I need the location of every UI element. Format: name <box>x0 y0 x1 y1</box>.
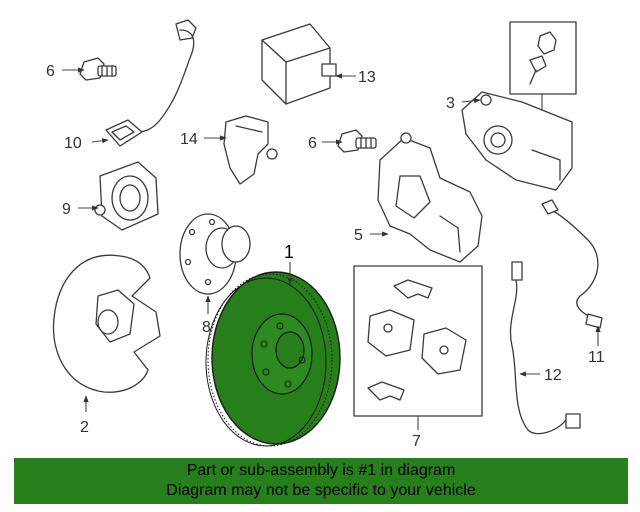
part-14-module[interactable] <box>223 115 278 185</box>
part-8-wheel-hub[interactable] <box>179 213 251 295</box>
callout-11: 11 <box>588 349 605 366</box>
part-11-brake-hose[interactable] <box>541 199 603 329</box>
rotor-lug-hole <box>298 356 306 364</box>
part-9-wheel-bearing[interactable] <box>94 161 159 231</box>
part-2-dust-shield[interactable] <box>52 254 161 393</box>
callout-3: 3 <box>446 95 455 112</box>
callout-1: 1 <box>284 242 294 262</box>
part-1-brake-rotor[interactable] <box>205 271 341 447</box>
rotor-vent-ring <box>205 277 327 447</box>
part-6-bolt-middle[interactable] <box>337 129 377 153</box>
rotor-lug-hole <box>276 322 284 330</box>
part-12-abs-sensor[interactable] <box>509 261 581 435</box>
banner-line-2: Diagram may not be specific to your vehi… <box>166 482 476 499</box>
callout-14: 14 <box>180 131 198 148</box>
rotor-lug-hole <box>284 380 292 388</box>
rotor-lug-hole <box>262 368 270 376</box>
part-5-caliper-carrier[interactable] <box>377 132 483 263</box>
callout-5: 5 <box>354 227 363 244</box>
part-7-brake-pad-kit[interactable] <box>353 265 483 417</box>
part-13-control-module[interactable] <box>261 23 337 105</box>
callout-2: 2 <box>80 419 89 436</box>
part-6-bolt-left[interactable] <box>79 57 117 81</box>
rotor-lug-hole <box>260 340 268 348</box>
parts-diagram: 6 10 13 4 3 14 <box>46 19 605 450</box>
callout-6a: 6 <box>46 63 55 80</box>
callout-13: 13 <box>358 69 376 86</box>
callout-12: 12 <box>544 367 562 384</box>
callout-9: 9 <box>62 201 71 218</box>
callout-7: 7 <box>412 433 421 450</box>
callout-10: 10 <box>64 135 82 152</box>
rotor-center-bore <box>275 331 305 369</box>
callout-8: 8 <box>202 319 211 336</box>
info-banner: Part or sub-assembly is #1 in diagram Di… <box>14 458 628 504</box>
part-10-wear-sensor[interactable] <box>105 19 197 147</box>
callout-6b: 6 <box>308 135 317 152</box>
part-4-bleeder-kit[interactable] <box>509 21 577 95</box>
part-3-caliper[interactable] <box>461 91 573 191</box>
banner-line-1: Part or sub-assembly is #1 in diagram <box>186 462 456 479</box>
